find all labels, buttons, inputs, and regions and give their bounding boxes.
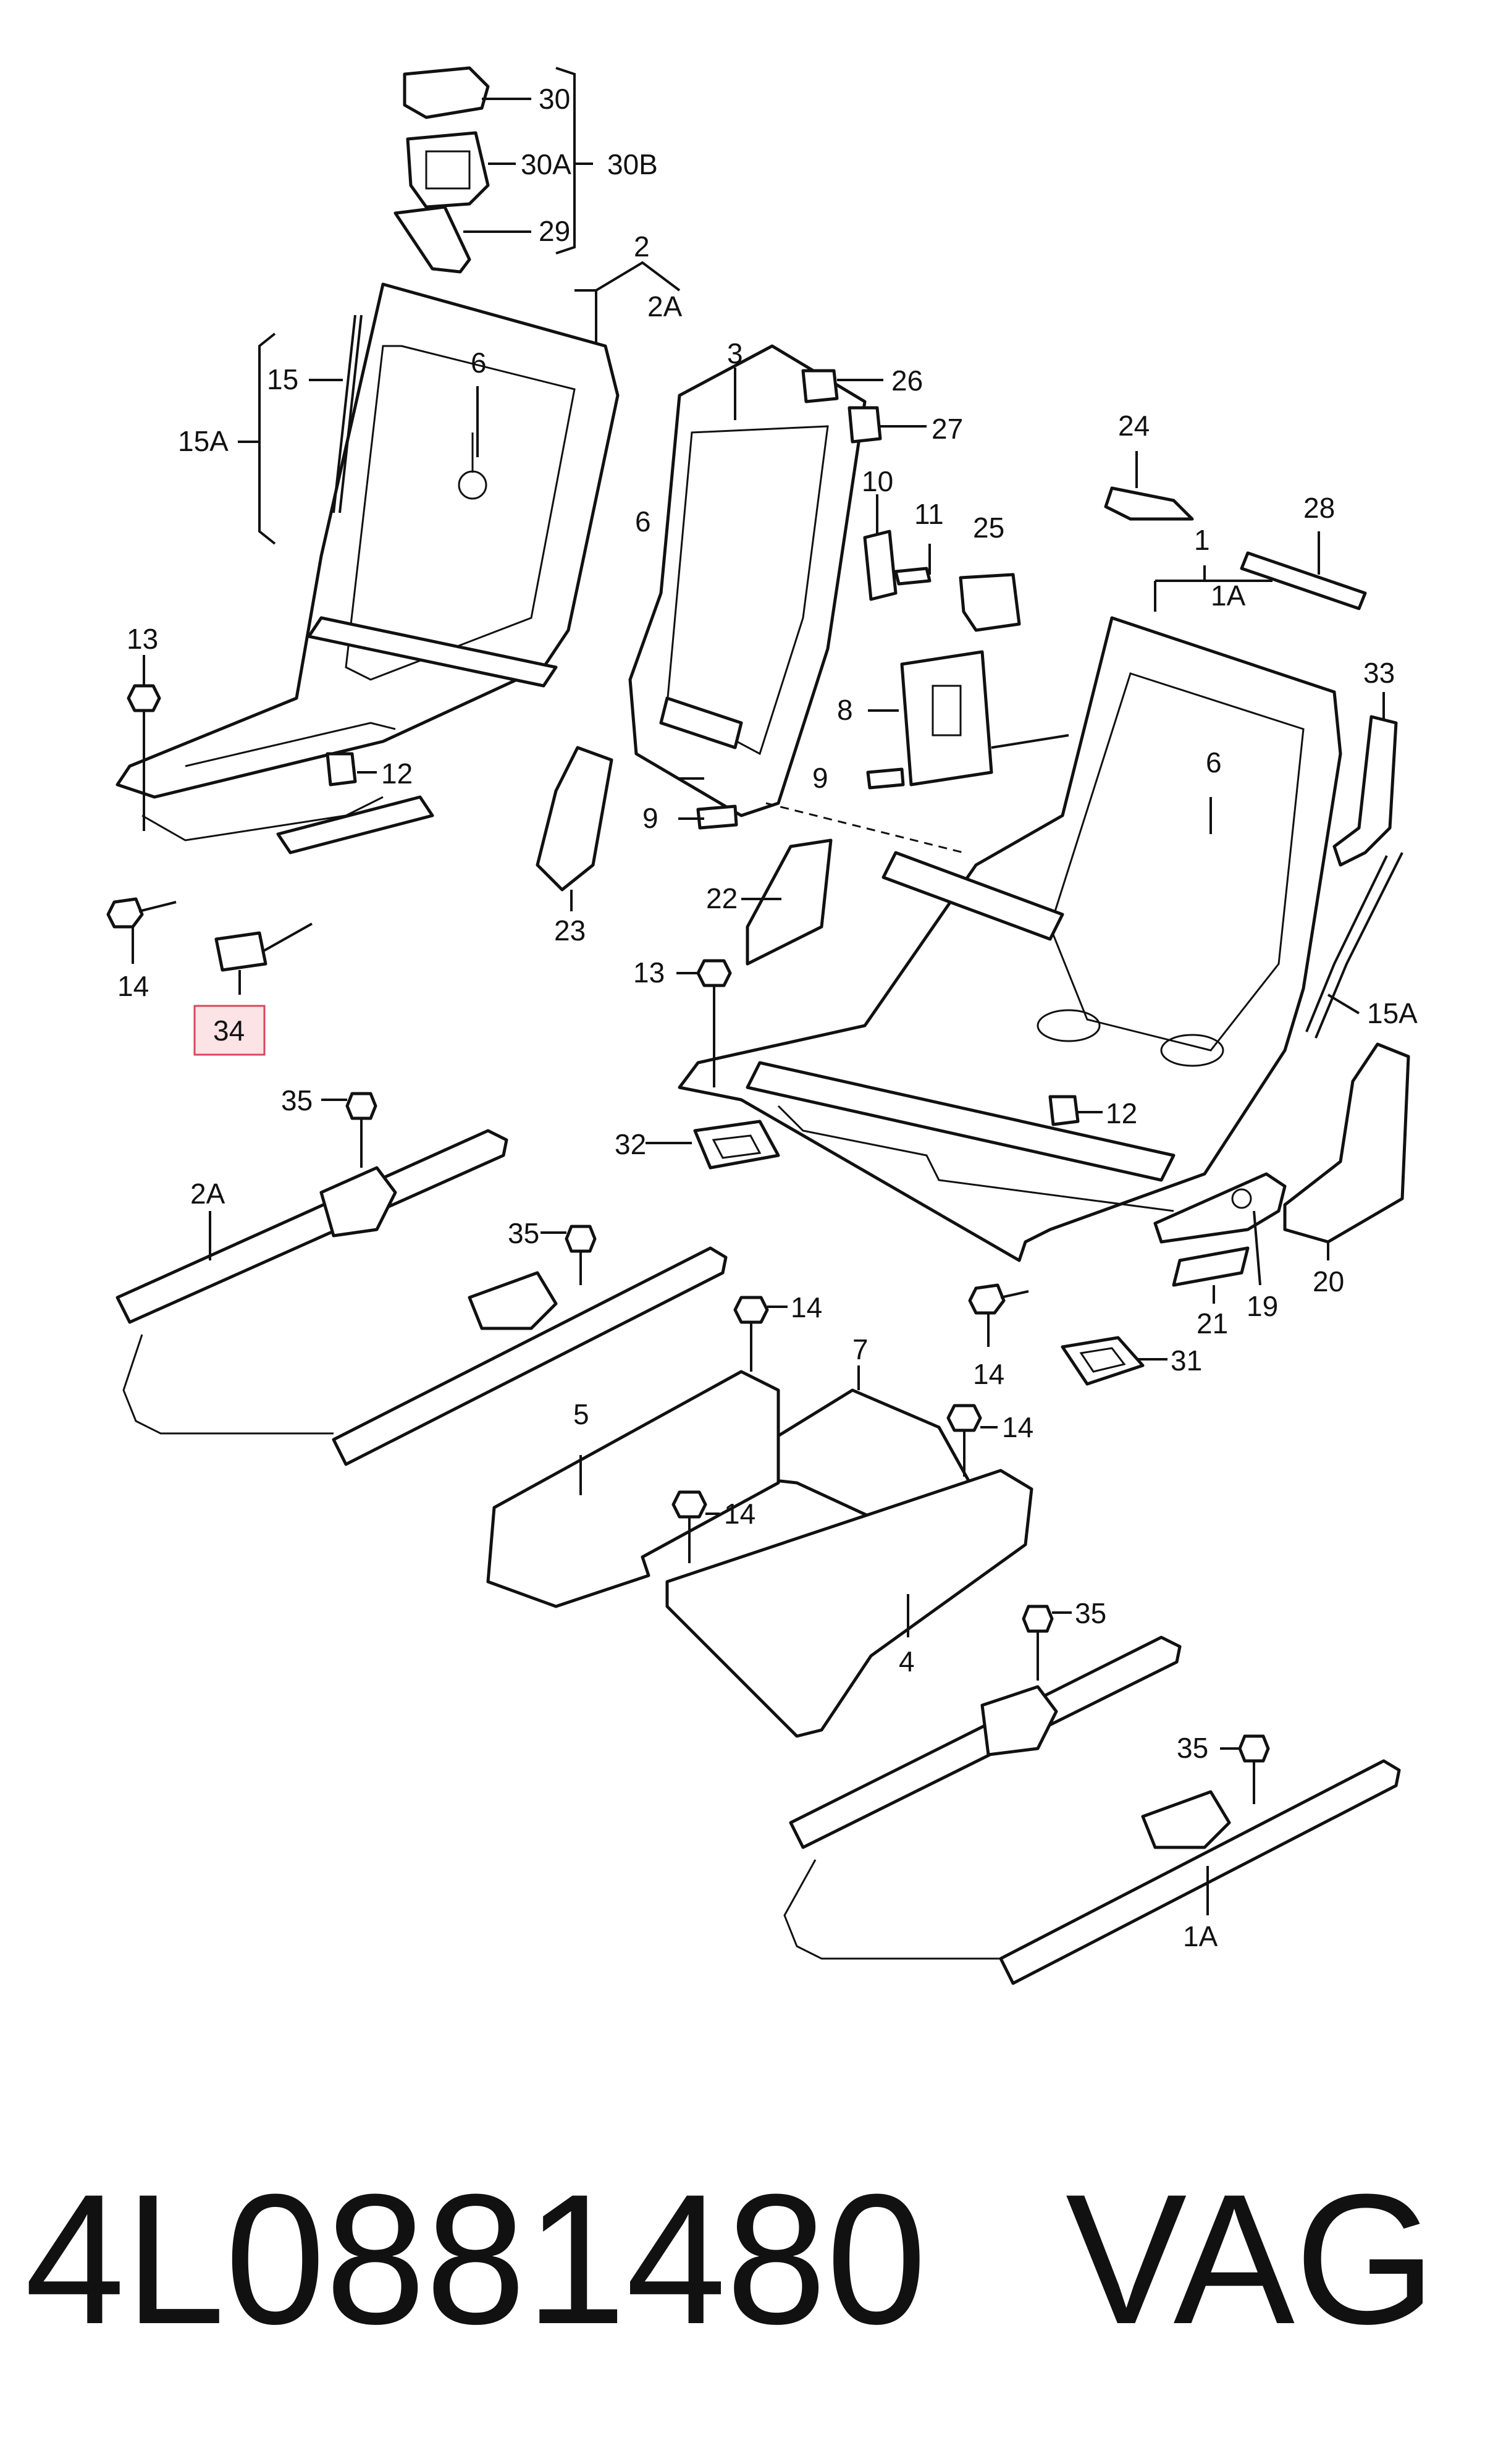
pad-24: [1104, 451, 1194, 521]
rod-15: [238, 314, 363, 545]
bolt-14-left: [106, 897, 177, 964]
screws-9: [678, 767, 905, 830]
head-restraint-group: [393, 66, 593, 274]
callout-1: 1: [1194, 524, 1210, 556]
callout-2: 2: [634, 230, 650, 263]
callout-13-left: 13: [127, 623, 158, 655]
callout-19: 19: [1247, 1290, 1278, 1322]
cover-25: [959, 573, 1021, 632]
left-seat-frame: [116, 282, 620, 854]
callout-6-right: 6: [1206, 746, 1222, 778]
right-rail-assembly: [783, 1605, 1401, 1985]
callout-14-b: 14: [973, 1358, 1004, 1390]
callout-10: 10: [862, 465, 893, 497]
bracket-33: [1332, 692, 1398, 867]
callout-28: 28: [1303, 492, 1335, 524]
callout-25: 25: [973, 512, 1004, 544]
callout-1a-rail: 1A: [1183, 1920, 1218, 1952]
highlighted-callout: 34: [193, 1005, 266, 1056]
callout-24: 24: [1118, 410, 1150, 442]
callout-2a-rail: 2A: [190, 1178, 225, 1210]
plate-8: [868, 650, 1069, 787]
callout-6-mid: 6: [635, 505, 651, 538]
bracket-4: [665, 1469, 1033, 1738]
callout-9-upper: 9: [812, 762, 828, 794]
bolt-14-b: [733, 1296, 788, 1372]
bolt-14-a: [968, 1283, 1029, 1347]
callout-30b: 30B: [607, 148, 658, 180]
callout-23: 23: [554, 914, 586, 947]
bolt-14-c: [946, 1404, 998, 1477]
callout-9-lower: 9: [642, 802, 658, 834]
middle-backrest-frame: [628, 344, 867, 817]
cap-12-left: [326, 752, 377, 787]
callout-20: 20: [1313, 1265, 1344, 1297]
callout-3: 3: [727, 337, 743, 369]
clip-34: [214, 922, 313, 995]
callout-5: 5: [573, 1398, 589, 1430]
callout-labels: 30 30A 30B 29 2 2A 15 15A 6 13 12 14 23 …: [117, 83, 1418, 1952]
callout-8: 8: [837, 694, 853, 726]
callout-14-left: 14: [117, 970, 149, 1002]
cover-20: [1283, 1042, 1410, 1260]
cap-12-mid: [1048, 1095, 1103, 1126]
callout-29: 29: [539, 215, 570, 247]
callout-1a-top: 1A: [1211, 580, 1246, 612]
callout-35-a: 35: [281, 1084, 313, 1116]
left-rail-assembly: [116, 1092, 728, 1466]
callout-4: 4: [899, 1645, 915, 1677]
bolt-13-mid: [676, 959, 732, 1087]
part-number: 4L0881480: [25, 2155, 927, 2363]
callout-15a-left: 15A: [178, 425, 229, 457]
bolt-14-d: [671, 1490, 720, 1563]
callout-30: 30: [539, 83, 570, 115]
callout-35-c: 35: [1075, 1597, 1106, 1629]
callout-35-b: 35: [508, 1217, 539, 1249]
callout-22: 22: [706, 882, 738, 914]
callout-12-mid: 12: [1106, 1097, 1137, 1129]
callout-14-d: 14: [724, 1498, 755, 1530]
highlight-box: [193, 1005, 266, 1056]
callout-15a-right: 15A: [1367, 997, 1418, 1029]
callout-32: 32: [615, 1128, 646, 1160]
callout-14-c: 14: [1002, 1411, 1033, 1443]
pad-21: [1172, 1246, 1250, 1304]
callout-35-d: 35: [1177, 1732, 1208, 1764]
callout-2a-top: 2A: [647, 290, 683, 323]
strap-28: [1240, 531, 1367, 610]
callout-15: 15: [267, 363, 298, 395]
callout-7: 7: [852, 1333, 869, 1365]
callout-21: 21: [1197, 1307, 1228, 1340]
callout-27: 27: [932, 413, 963, 445]
switch-parts: [801, 369, 927, 444]
panel-22: [741, 838, 833, 966]
callout-34: 34: [213, 1015, 245, 1047]
callout-30a: 30A: [521, 148, 571, 180]
cable-15a-right: [1305, 852, 1403, 1039]
callout-11: 11: [914, 498, 944, 530]
bolt-13-left: [127, 655, 161, 831]
grommet-32: [646, 1120, 780, 1170]
callout-12-left: 12: [381, 757, 413, 790]
callout-13-mid: 13: [633, 956, 665, 989]
panel-23: [536, 746, 613, 911]
grommet-31: [1061, 1336, 1167, 1386]
brand: VAG: [1066, 2155, 1436, 2363]
bracket-5: [486, 1370, 780, 1608]
right-seat-frame: [678, 616, 1342, 1262]
callout-31: 31: [1171, 1344, 1202, 1377]
bracket-10: [863, 494, 932, 601]
lever-19: [1153, 1172, 1287, 1286]
callout-14-a: 14: [791, 1291, 822, 1323]
callout-6-left: 6: [471, 347, 487, 379]
callout-33: 33: [1363, 657, 1395, 689]
callout-26: 26: [891, 365, 923, 397]
